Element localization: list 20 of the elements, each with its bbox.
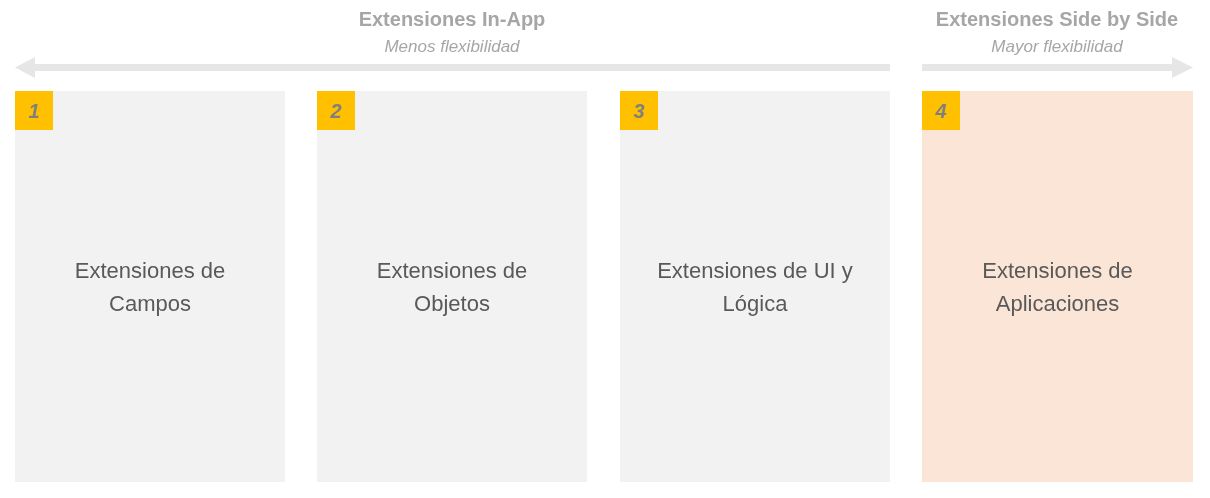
- section-heading: Extensiones Side by Side: [935, 7, 1179, 31]
- section-subheading: Menos flexibilidad: [384, 37, 520, 57]
- panel-label: Extensiones de UI y Lógica: [656, 256, 854, 318]
- panel-label: Extensiones de Campos: [73, 256, 227, 318]
- panel-label: Extensiones de Aplicaciones: [981, 256, 1134, 318]
- number-tile: [15, 91, 53, 130]
- step-number: 3: [633, 100, 645, 121]
- category-panel: [620, 91, 890, 482]
- section-subheading: Mayor flexibilidad: [991, 37, 1123, 57]
- category-panel: [15, 91, 285, 482]
- step-number: 4: [935, 100, 947, 121]
- category-panel: [317, 91, 587, 482]
- number-tile: [620, 91, 658, 130]
- number-tile: [922, 91, 960, 130]
- number-tile: [317, 91, 355, 130]
- step-number: 2: [330, 100, 342, 121]
- panel-label: Extensiones de Objetos: [375, 256, 529, 318]
- category-panel: [922, 91, 1193, 482]
- step-number: 1: [28, 100, 40, 121]
- section-heading: Extensiones In-App: [358, 7, 546, 31]
